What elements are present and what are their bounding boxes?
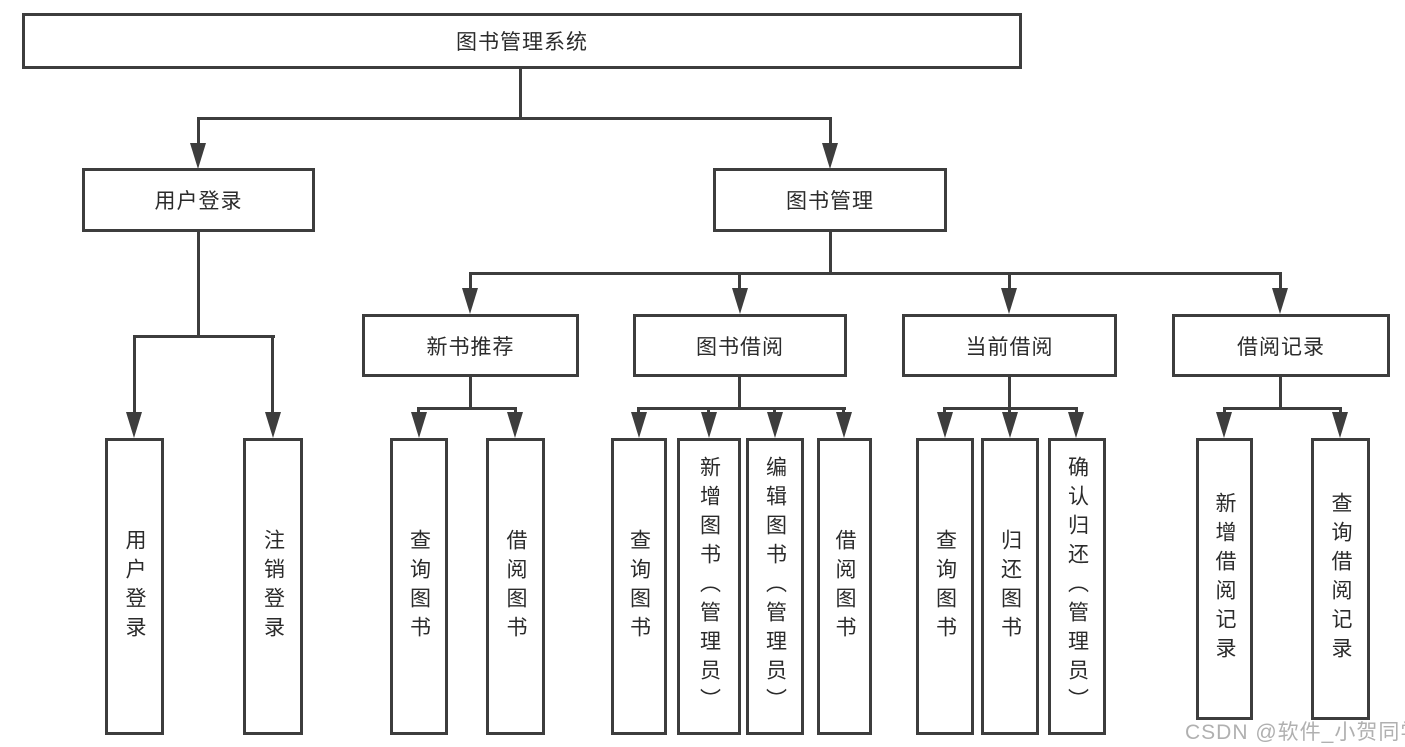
node-new-book-recommend-label: 新书推荐 (426, 335, 515, 359)
arrowhead-g3-leaf1 (631, 412, 647, 438)
arrowhead-g2-leaf1 (411, 412, 427, 438)
leaf-add-books-admin: 新增图书（管理员） (677, 438, 741, 735)
arrowhead-g3-leaf3 (767, 412, 783, 438)
leaf-query-books-1-label: 查询图书 (407, 528, 431, 645)
leaf-user-login: 用户登录 (105, 438, 164, 735)
connector-book-management-stem (829, 117, 832, 147)
arrowhead-g5-leaf2 (1332, 412, 1348, 438)
arrowhead-leaf-login (126, 412, 142, 438)
leaf-return-books: 归还图书 (981, 438, 1039, 735)
leaf-query-books-2-label: 查询图书 (627, 528, 651, 645)
node-current-borrow-label: 当前借阅 (965, 335, 1054, 359)
leaf-logout: 注销登录 (243, 438, 303, 735)
connector-new-book-children-bar (418, 407, 517, 410)
leaf-confirm-return-admin: 确认归还（管理员） (1048, 438, 1106, 735)
leaf-logout-label: 注销登录 (261, 528, 285, 645)
connector-current-borrow-stem (1008, 272, 1011, 292)
connector-new-book-stem (469, 272, 472, 292)
arrowhead-g4-leaf1 (937, 412, 953, 438)
connector-book-borrow-stem (738, 272, 741, 292)
arrowhead-g4-leaf3 (1068, 412, 1084, 438)
leaf-edit-books-admin: 编辑图书（管理员） (746, 438, 804, 735)
connector-leaf-login-stem (133, 335, 136, 415)
connector-book-management-down (829, 232, 832, 275)
arrowhead-g3-leaf2 (701, 412, 717, 438)
csdn-watermark: CSDN @软件_小贺同学 (1185, 721, 1405, 744)
arrowhead-user-login (190, 143, 206, 169)
leaf-add-books-admin-label: 新增图书（管理员） (697, 456, 721, 717)
connector-book-borrow-children-bar (637, 407, 846, 410)
arrowhead-book-borrow (732, 288, 748, 314)
connector-borrow-records-down (1279, 377, 1282, 410)
connector-user-login-down (197, 232, 200, 338)
leaf-borrow-books-2: 借阅图书 (817, 438, 872, 735)
node-book-management-label: 图书管理 (786, 190, 874, 213)
connector-borrow-records-children-bar (1223, 407, 1342, 410)
connector-user-login-stem (197, 117, 200, 147)
leaf-query-books-2: 查询图书 (611, 438, 667, 735)
node-borrow-records: 借阅记录 (1172, 314, 1390, 377)
connector-level3-bar (469, 272, 1282, 275)
node-book-borrow: 图书借阅 (633, 314, 847, 377)
connector-leaf-logout-stem (271, 335, 274, 415)
node-book-management: 图书管理 (713, 168, 947, 232)
leaf-borrow-books-2-label: 借阅图书 (833, 528, 856, 645)
leaf-query-books-3: 查询图书 (916, 438, 974, 735)
leaf-edit-books-admin-label: 编辑图书（管理员） (763, 456, 787, 717)
leaf-query-borrow-record: 查询借阅记录 (1311, 438, 1370, 720)
leaf-add-borrow-record-label: 新增借阅记录 (1213, 492, 1236, 666)
arrowhead-borrow-records (1272, 288, 1288, 314)
leaf-borrow-books-1-label: 借阅图书 (504, 528, 527, 645)
connector-borrow-records-stem (1279, 272, 1282, 292)
leaf-query-books-1: 查询图书 (390, 438, 448, 735)
arrowhead-g2-leaf2 (507, 412, 523, 438)
connector-book-borrow-down (738, 377, 741, 410)
node-book-borrow-label: 图书借阅 (696, 335, 784, 359)
arrowhead-current-borrow (1001, 288, 1017, 314)
arrowhead-g5-leaf1 (1216, 412, 1232, 438)
leaf-query-borrow-record-label: 查询借阅记录 (1329, 492, 1352, 666)
arrowhead-book-management (822, 143, 838, 169)
leaf-borrow-books-1: 借阅图书 (486, 438, 545, 735)
connector-new-book-down (469, 377, 472, 410)
node-borrow-records-label: 借阅记录 (1237, 335, 1325, 359)
node-root: 图书管理系统 (22, 13, 1022, 69)
leaf-confirm-return-admin-label: 确认归还（管理员） (1065, 456, 1089, 717)
arrowhead-leaf-logout (265, 412, 281, 438)
arrowhead-g4-leaf2 (1002, 412, 1018, 438)
node-root-label: 图书管理系统 (456, 31, 588, 54)
connector-user-login-children-bar (133, 335, 275, 338)
arrowhead-new-book-recommend (462, 288, 478, 314)
leaf-query-books-3-label: 查询图书 (933, 528, 957, 645)
connector-current-borrow-down (1008, 377, 1011, 410)
node-user-login: 用户登录 (82, 168, 315, 232)
arrowhead-g3-leaf4 (836, 412, 852, 438)
leaf-return-books-label: 归还图书 (998, 528, 1022, 645)
leaf-add-borrow-record: 新增借阅记录 (1196, 438, 1253, 720)
node-current-borrow: 当前借阅 (902, 314, 1117, 377)
node-new-book-recommend: 新书推荐 (362, 314, 579, 377)
connector-level2-bar (198, 117, 832, 120)
connector-root-stem (519, 69, 522, 120)
node-user-login-label: 用户登录 (154, 190, 243, 213)
leaf-user-login-label: 用户登录 (123, 528, 146, 645)
